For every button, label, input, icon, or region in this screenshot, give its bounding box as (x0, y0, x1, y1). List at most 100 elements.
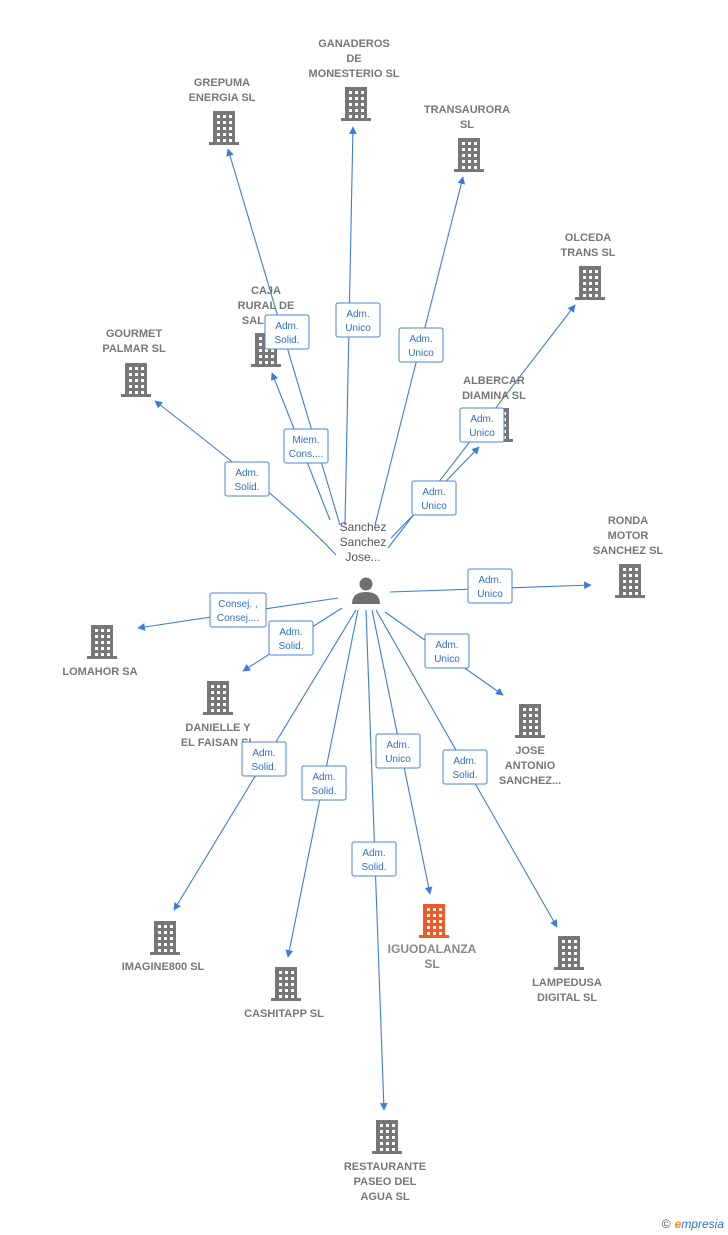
edge-label-line: Unico (469, 428, 495, 439)
company-name-ronda[interactable]: RONDA (608, 515, 648, 527)
edge-label-line: Adm. (478, 575, 501, 586)
edge-label-line: Unico (477, 589, 503, 600)
edge-label-line: Unico (434, 654, 460, 665)
edge-label-lomahor[interactable]: Consej. , Consej.... (209, 592, 267, 628)
edge-label-line: Adm. (346, 309, 369, 320)
edge-label-danielle[interactable]: Adm. Solid. (268, 620, 314, 656)
edge-label-cashitapp[interactable]: Adm. Solid. (301, 765, 347, 801)
person-name: Sanchez (340, 520, 387, 534)
building-icon (575, 266, 605, 300)
edge-label-transaurora[interactable]: Adm. Unico (398, 327, 444, 363)
edge-label-olceda[interactable]: Adm. Unico (411, 480, 457, 516)
company-name-transaurora[interactable]: TRANSAURORA (424, 104, 510, 116)
company-name-albercar[interactable]: DIAMINA SL (462, 390, 526, 402)
edge-label-line: Unico (408, 348, 434, 359)
brand-name: mpresia (681, 1217, 724, 1231)
edge-label-line: Adm. (409, 334, 432, 345)
company-name-lampedusa[interactable]: LAMPEDUSA (532, 977, 602, 989)
edge-label-ganaderos[interactable]: Adm. Unico (335, 302, 381, 338)
company-name-danielle[interactable]: DANIELLE Y (185, 722, 251, 734)
edge-label-line: Adm. (362, 848, 385, 859)
company-name-jose[interactable]: SANCHEZ... (499, 775, 561, 787)
company-name-albercar[interactable]: ALBERCAR (463, 375, 525, 387)
edge-label-line: Adm. (470, 414, 493, 425)
edge-label-line: Adm. (386, 740, 409, 751)
company-name-gourmet[interactable]: GOURMET (106, 328, 163, 340)
edge-label-line: Adm. (422, 487, 445, 498)
brand-footer[interactable]: ©empresia (662, 1217, 724, 1231)
company-name-ronda[interactable]: MOTOR (608, 530, 649, 542)
brand-logo-e: e (674, 1217, 682, 1231)
company-name-caja[interactable]: CAJA (251, 285, 281, 297)
edge-label-iguodalanza[interactable]: Adm. Unico (375, 733, 421, 769)
company-name-ganaderos[interactable]: MONESTERIO SL (308, 68, 399, 80)
company-name-iguodalanza[interactable]: IGUODALANZA (388, 942, 477, 956)
edge-label-jose[interactable]: Adm. Unico (424, 633, 470, 669)
company-name-restaurante[interactable]: RESTAURANTE (344, 1161, 426, 1173)
company-name-olceda[interactable]: OLCEDA (565, 232, 612, 244)
building-icon (419, 904, 449, 938)
company-name-grepuma[interactable]: ENERGIA SL (189, 92, 256, 104)
building-icon (121, 363, 151, 397)
company-name-imagine[interactable]: IMAGINE800 SL (122, 961, 205, 973)
center-person[interactable]: SanchezSanchezJose... (340, 520, 387, 604)
company-name-caja[interactable]: RURAL DE (238, 300, 295, 312)
edge-label-line: Adm. (275, 321, 298, 332)
company-name-danielle[interactable]: EL FAISAN SL (181, 737, 256, 749)
building-icon (515, 704, 545, 738)
building-icon (341, 87, 371, 121)
company-name-jose[interactable]: JOSE (515, 745, 544, 757)
edge-label-line: Miem. (292, 435, 319, 446)
edge-label-line: Solid. (278, 641, 303, 652)
company-name-restaurante[interactable]: PASEO DEL (354, 1176, 417, 1188)
company-name-olceda[interactable]: TRANS SL (561, 247, 616, 259)
edge-label-line: Solid. (452, 770, 477, 781)
building-icon (372, 1120, 402, 1154)
edge-label-line: Solid. (311, 786, 336, 797)
building-icon (615, 564, 645, 598)
edge-label-line: Solid. (234, 482, 259, 493)
edge-label-line: Consej. , (218, 599, 257, 610)
edge-label-line: Adm. (453, 756, 476, 767)
edge-label-line: Unico (385, 754, 411, 765)
edge-label-line: Solid. (274, 335, 299, 346)
person-name: Sanchez (340, 535, 387, 549)
edge-label-restaurante[interactable]: Adm. Solid. (351, 841, 397, 877)
building-icon (87, 625, 117, 659)
edge-label-line: Adm. (235, 468, 258, 479)
building-icon (150, 921, 180, 955)
company-name-iguodalanza[interactable]: SL (424, 957, 439, 971)
edge-label-line: Adm. (312, 772, 335, 783)
company-name-ganaderos[interactable]: DE (346, 53, 361, 65)
edge-label-line: Unico (421, 501, 447, 512)
person-icon (352, 577, 380, 604)
company-name-restaurante[interactable]: AGUA SL (360, 1191, 409, 1203)
edge-label-gourmet[interactable]: Adm. Solid. (224, 461, 270, 497)
company-name-cashitapp[interactable]: CASHITAPP SL (244, 1008, 324, 1020)
edge-label-line: Unico (345, 323, 371, 334)
edge-label-lampedusa[interactable]: Adm. Solid. (442, 749, 488, 785)
edge-label-line: Adm. (279, 627, 302, 638)
building-icon (454, 138, 484, 172)
building-icon (554, 936, 584, 970)
edge-label-line: Consej.... (217, 613, 259, 624)
building-icon (209, 111, 239, 145)
company-name-lampedusa[interactable]: DIGITAL SL (537, 992, 597, 1004)
edge-label-caja[interactable]: Miem.Cons.... (283, 428, 329, 464)
company-name-grepuma[interactable]: GREPUMA (194, 77, 250, 89)
company-name-gourmet[interactable]: PALMAR SL (102, 343, 166, 355)
company-name-lomahor[interactable]: LOMAHOR SA (62, 666, 137, 678)
edge-label-imagine[interactable]: Adm.Solid. (241, 741, 287, 777)
edge-label-albercar[interactable]: Adm. Unico (459, 407, 505, 443)
company-name-transaurora[interactable]: SL (460, 119, 474, 131)
edge-label-line: Adm. (435, 640, 458, 651)
edge-label-grepuma[interactable]: Adm. Solid. (264, 314, 310, 350)
edge-label-ronda[interactable]: Adm. Unico (467, 568, 513, 604)
company-name-ganaderos[interactable]: GANADEROS (318, 38, 390, 50)
company-name-ronda[interactable]: SANCHEZ SL (593, 545, 664, 557)
edge-label-line: Solid. (361, 862, 386, 873)
copyright-icon: © (661, 1217, 671, 1231)
company-name-jose[interactable]: ANTONIO (505, 760, 556, 772)
